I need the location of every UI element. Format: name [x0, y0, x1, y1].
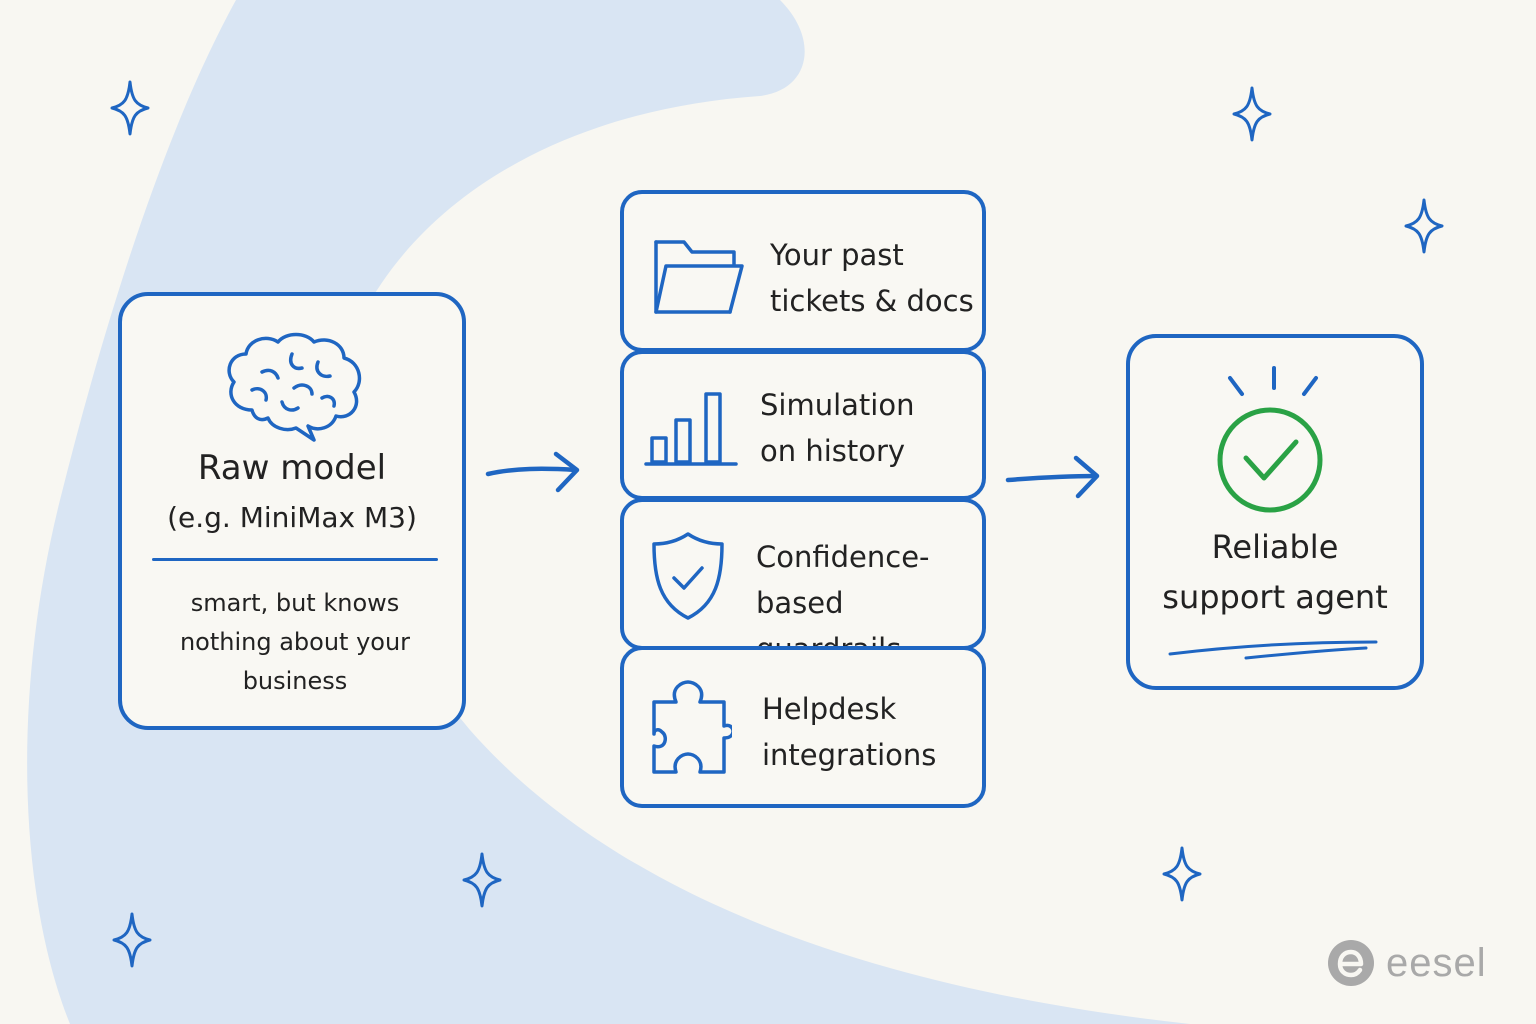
bar-chart-icon	[644, 392, 738, 466]
eesel-logo-icon	[1328, 940, 1374, 986]
sparkle-icon	[1404, 198, 1444, 254]
divider	[152, 558, 438, 561]
stack-label: Your past tickets & docs	[770, 238, 974, 318]
folder-icon	[654, 240, 744, 314]
raw-model-title: Raw model	[197, 448, 387, 488]
arrow-right-icon	[485, 451, 580, 493]
sparkle-icon	[1232, 86, 1272, 142]
puzzle-piece-icon	[652, 680, 732, 774]
reliable-agent-card: Reliable support agent	[1126, 334, 1424, 690]
raw-model-card: Raw model (e.g. MiniMax M3) smart, but k…	[118, 292, 466, 730]
brain-icon	[227, 332, 362, 442]
shield-check-icon	[652, 532, 724, 620]
sparkle-icon	[112, 912, 152, 968]
stack-item-guardrails: Confidence- based guardrails	[620, 498, 986, 666]
stack-label: Helpdesk integrations	[762, 692, 937, 772]
eesel-logo: eesel	[1326, 936, 1487, 990]
sparkle-icon	[462, 852, 502, 908]
sparkle-icon	[1162, 846, 1202, 902]
sparkle-icon	[110, 80, 150, 136]
stack-item-simulation: Simulation on history	[620, 350, 986, 500]
check-circle-icon	[1217, 366, 1323, 513]
reliable-agent-label: Reliable support agent	[1162, 528, 1388, 616]
stack-item-past-tickets: Your past tickets & docs	[620, 190, 986, 352]
raw-model-example: (e.g. MiniMax M3)	[167, 501, 417, 534]
stack-label: Simulation on history	[760, 388, 915, 468]
eesel-logo-text: eesel	[1386, 940, 1487, 985]
raw-model-description: smart, but knows nothing about your busi…	[179, 589, 411, 695]
stack-item-helpdesk: Helpdesk integrations	[620, 646, 986, 808]
arrow-right-icon	[1005, 455, 1100, 499]
underline-decoration	[1168, 640, 1378, 660]
